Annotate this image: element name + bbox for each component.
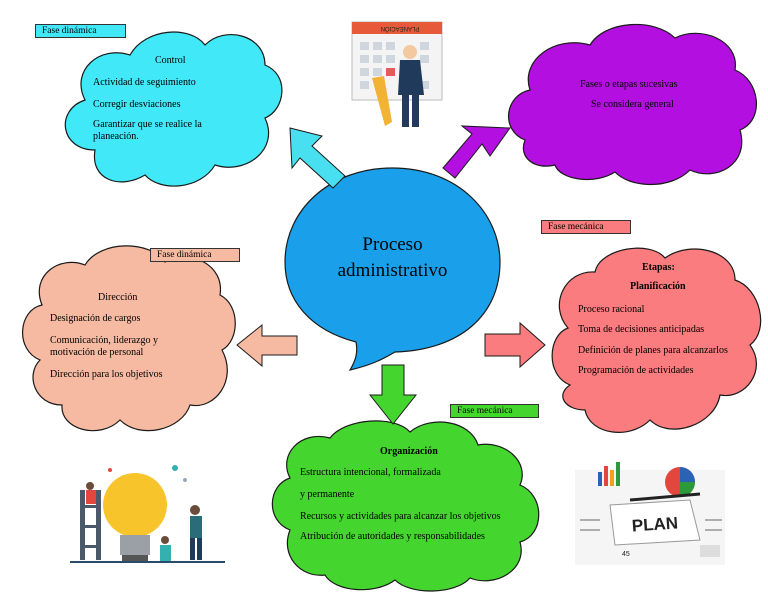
arrow-to-fases bbox=[442, 125, 511, 179]
planificacion-title: Planificación bbox=[630, 281, 686, 292]
planificacion-cloud bbox=[551, 247, 762, 433]
central-title-line1: Proceso bbox=[362, 234, 423, 255]
direccion-title: Dirección bbox=[98, 292, 138, 303]
organizacion-item-2: y permanente bbox=[300, 489, 355, 500]
organizacion-item-1: Estructura intencional, formalizada bbox=[300, 467, 441, 478]
fases-line-1: Fases o etapas sucesivas bbox=[580, 79, 678, 90]
central-title: Proceso administrativo bbox=[300, 232, 485, 284]
planificacion-item-2: Toma de decisiones anticipadas bbox=[578, 324, 705, 335]
arrow-to-planificacion bbox=[484, 321, 546, 369]
plan-number: 45 bbox=[622, 551, 630, 558]
direccion-item-1: Designación de cargos bbox=[50, 313, 141, 324]
control-item-2: Corregir desviaciones bbox=[93, 99, 181, 110]
control-item-3: Garantizar que se realice la planeación. bbox=[93, 119, 202, 142]
arrow-to-organizacion bbox=[368, 364, 418, 425]
organizacion-title: Organización bbox=[380, 446, 438, 457]
planificacion-item-4: Programación de actividades bbox=[578, 365, 694, 376]
planificacion-phase-tag: Fase mecánica bbox=[541, 220, 631, 234]
lightbulb-illustration bbox=[70, 465, 225, 563]
central-title-line2: administrativo bbox=[337, 260, 448, 281]
direccion-cloud bbox=[22, 245, 236, 432]
control-item-1: Actividad de seguimiento bbox=[93, 77, 196, 88]
plan-word: PLAN bbox=[631, 513, 678, 535]
fases-cloud bbox=[508, 23, 757, 186]
planificacion-item-1: Proceso racional bbox=[578, 304, 645, 315]
central-bubble bbox=[284, 167, 501, 371]
arrow-to-direccion bbox=[236, 323, 298, 368]
organizacion-item-4: Atribución de autoridades y responsabili… bbox=[300, 531, 485, 542]
calendar-illustration bbox=[351, 21, 443, 127]
direccion-item-2: Comunicación, liderazgo y motivación de … bbox=[50, 335, 159, 358]
control-cloud bbox=[64, 31, 283, 187]
direccion-phase-tag: Fase dinámica bbox=[150, 248, 240, 262]
organizacion-phase-tag: Fase mecánica bbox=[450, 404, 539, 418]
direccion-item-3: Dirección para los objetivos bbox=[50, 369, 163, 380]
organizacion-cloud bbox=[271, 420, 540, 592]
organizacion-item-3: Recursos y actividades para alcanzar los… bbox=[300, 511, 501, 522]
control-phase-tag: Fase dinámica bbox=[35, 24, 126, 38]
arrow-to-control bbox=[289, 127, 346, 189]
fases-line-2: Se considera general bbox=[591, 99, 674, 110]
control-title: Control bbox=[155, 55, 186, 66]
calendar-header-text: PLANEACIÓN bbox=[381, 25, 420, 32]
plan-illustration bbox=[575, 462, 725, 565]
planificacion-heading: Etapas: bbox=[642, 262, 675, 273]
planificacion-item-3: Definición de planes para alcanzarlos bbox=[578, 345, 728, 356]
